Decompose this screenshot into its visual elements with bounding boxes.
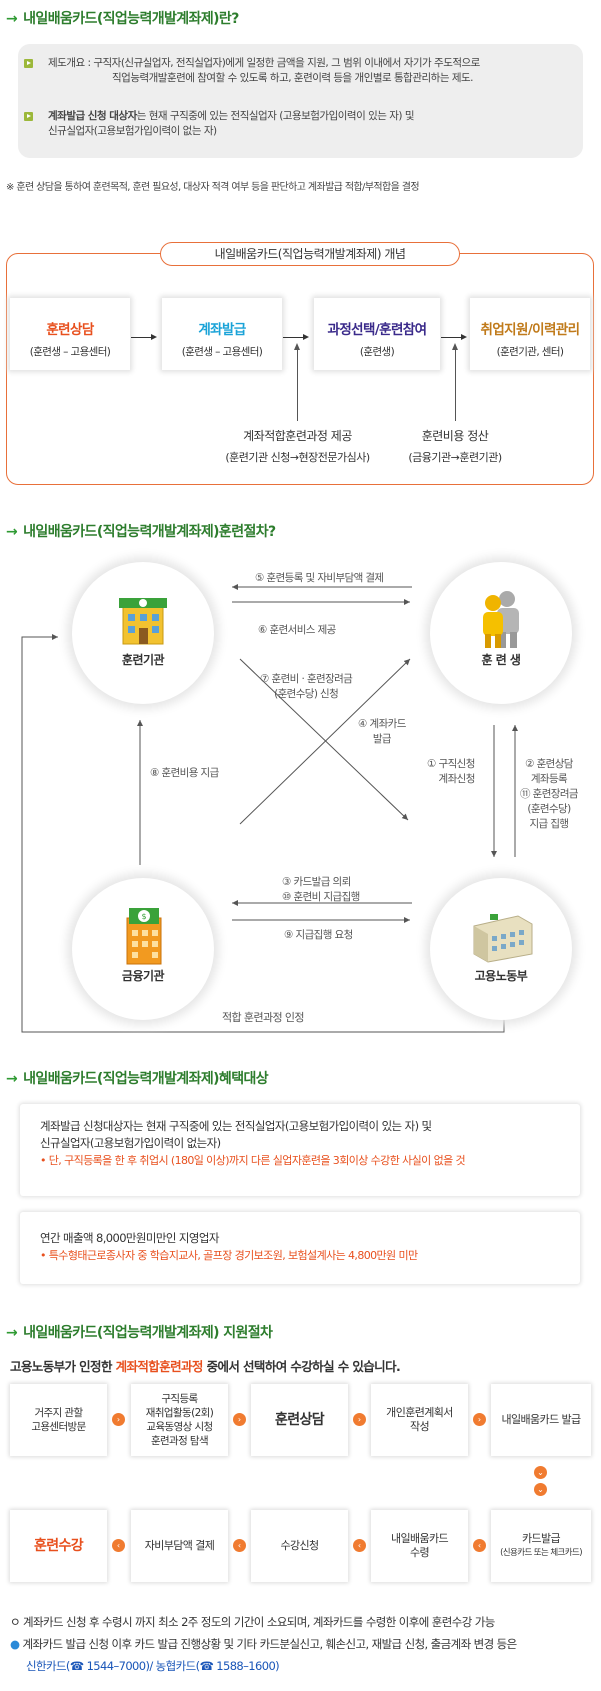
support-card-contacts: 신한카드(☎ 1544–7000)/ 농협카드(☎ 1588–1600) [26,1659,280,1673]
arrow-right-icon [303,334,309,340]
connector-line [441,337,462,338]
concept-step-course: 과정선택/훈련참여 (훈련생) [314,298,440,370]
node-ministry-of-labor: 고용노동부 [430,878,572,1020]
section-title-intro: →내일배움카드(직업능력개발계좌제)란? [6,11,239,27]
arrow-up-icon [452,343,458,350]
step-card-issue: 내일배움카드 발급 [491,1384,591,1456]
note-text: ※ 훈련 상담을 통하여 훈련목적, 훈련 필요성, 대상자 적격 여부 등을 … [6,182,420,193]
arrow-right-icon: › [353,1413,366,1426]
arrow-right-icon [151,334,157,340]
concept-note-cost: 훈련비용 정산 (금융기관→훈련기관) [408,429,502,464]
arrow-left-icon: ‹ [353,1539,366,1552]
intro-item-eligibility: 계좌발급 신청 대상자는 현재 구직중에 있는 전직실업자 (고용보험가입이력이… [24,109,579,139]
arrow-up-icon [294,343,300,350]
arrow-icon: → [6,1071,18,1087]
chat-bubble-icon: ● [10,1637,20,1651]
arrow-left-icon: ‹ [233,1539,246,1552]
bank-icon: $ [126,908,162,965]
process-label-1: ① 구직신청 계좌신청 [427,758,475,785]
concept-step-consult: 훈련상담 (훈련생 – 고용센터) [10,298,130,370]
section-title-procedure: →내일배움카드(직업능력개발계좌제)훈련절차? [6,524,276,540]
benefit-box-self-employed: 연간 매출액 8,000만원미만인 지영업자 • 특수형태근로종사자 중 학습지… [20,1212,580,1284]
process-label-8: ⑧ 훈련비용 지급 [150,767,219,779]
flow-arrow-7 [239,658,409,821]
process-label-2-11: ② 훈련상담 계좌등록 ⑪ 훈련장려금 (훈련수당) 지급 집행 [520,758,579,830]
step-consultation: 훈련상담 [251,1384,348,1456]
arrow-icon: → [6,524,18,540]
people-icon [483,591,519,648]
node-training-institution: 훈련기관 [72,562,214,704]
government-building-icon [473,914,533,963]
intro-item-overview: 제도개요 : 구직자(신규실업자, 전직실업자)에게 일정한 금액을 지원, 그… [24,56,579,86]
support-note-period: ㅇ 계좌카드 신청 후 수령시 까지 최소 2주 정도의 기간이 소요되며, 계… [10,1615,495,1629]
section-title-benefit: →내일배움카드(직업능력개발계좌제)혜택대상 [6,1071,269,1087]
step-card-issuance: 카드발급(신용카드 또는 체크카드) [491,1510,591,1582]
process-label-7: ⑦ 훈련비 · 훈련장려금 (훈련수당) 신청 [260,673,353,700]
connector-line [297,347,298,421]
step-attend-training: 훈련수강 [10,1510,107,1582]
process-label-9: ⑨ 지급집행 요청 [284,929,353,941]
step-self-payment: 자비부담액 결제 [131,1510,228,1582]
support-lead: 고용노동부가 인정한 계좌적합훈련과정 중에서 선택하여 수강하실 수 있습니다… [10,1359,401,1374]
bullet-icon [24,59,33,68]
concept-step-account: 계좌발급 (훈련생 – 고용센터) [162,298,282,370]
support-note-contact: ● 계좌카드 발급 신청 이후 카드 발급 진행상황 및 기타 카드분실신고, … [10,1637,517,1651]
bullet-icon [24,112,33,121]
process-label-5: ⑤ 훈련등록 및 자비부담액 결제 [255,572,384,584]
intro-box [18,44,583,158]
process-label-4: ④ 계좌카드 발급 [358,718,406,745]
connector-line [283,337,305,338]
arrow-right-icon: › [473,1413,486,1426]
arrow-icon: → [6,1325,18,1341]
process-label-6: ⑥ 훈련서비스 제공 [258,624,336,636]
arrow-left-icon: ‹ [112,1539,125,1552]
building-icon [119,598,167,645]
node-financial-institution: $ 금융기관 [72,878,214,1020]
arrow-right-icon: › [112,1413,125,1426]
connector-line [131,337,153,338]
connector-line [455,347,456,421]
arrow-right-icon [461,334,467,340]
process-label-3-10: ③ 카드발급 의뢰 ⑩ 훈련비 지급집행 [282,876,360,903]
arrow-down-icon: ⌄ [534,1466,547,1479]
svg-text:$: $ [141,912,146,921]
section-title-support: →내일배움카드(직업능력개발계좌제) 지원절차 [6,1325,273,1341]
arrow-icon: → [6,11,18,27]
process-label-approval: 적합 훈련과정 인정 [222,1011,305,1024]
concept-note-course: 계좌적합훈련과정 제공 (훈련기관 신청→현장전문가심사) [225,429,370,464]
node-trainee: 훈 련 생 [430,562,572,704]
concept-step-employment: 취업지원/이력관리 (훈련기관, 센터) [470,298,590,370]
arrow-down-icon: ⌄ [534,1483,547,1496]
benefit-box-job-seekers: 계좌발급 신청대상자는 현재 구직중에 있는 전직실업자(고용보험가입이력이 있… [20,1104,580,1196]
arrow-right-icon: › [233,1413,246,1426]
flow-arrow-4 [239,658,411,825]
arrow-left-icon: ‹ [473,1539,486,1552]
step-enrollment: 수강신청 [251,1510,348,1582]
concept-title: 내일배움카드(직업능력개발계좌제) 개념 [160,242,460,266]
